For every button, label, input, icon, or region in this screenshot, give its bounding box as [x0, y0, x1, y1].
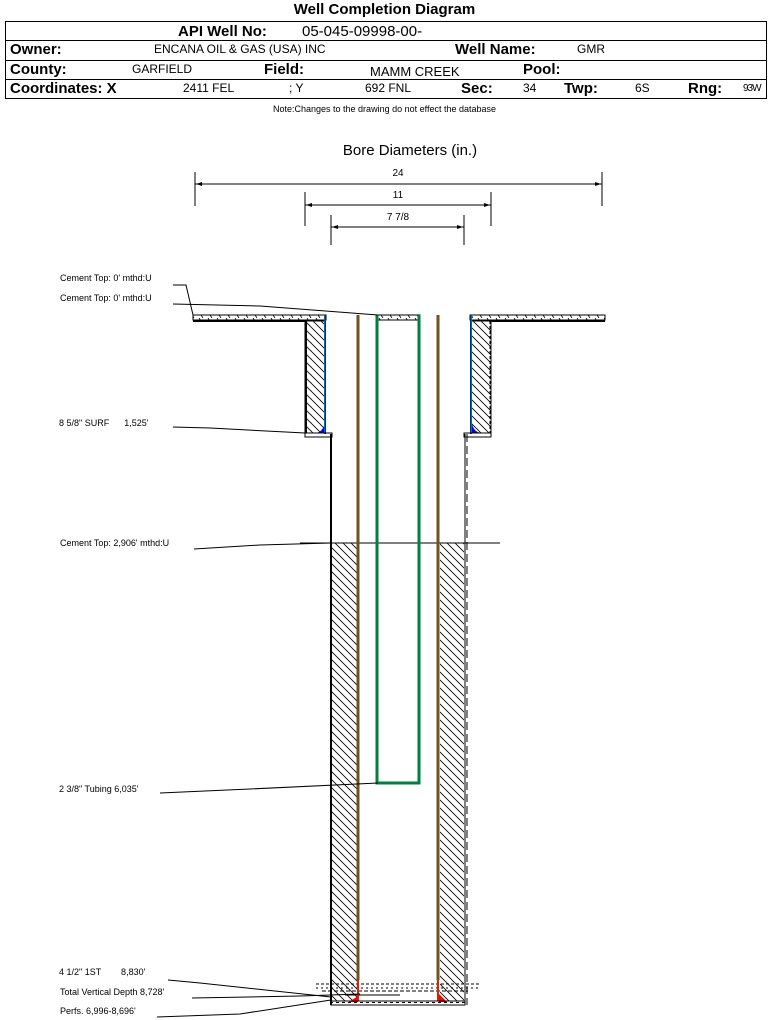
- bore-dimension-7-7-8: 7 7/8: [330, 212, 465, 245]
- owner-label: Owner:: [10, 41, 62, 58]
- tubing-string: [375, 315, 421, 785]
- production-cement-right: [440, 543, 464, 1001]
- api-well-no-value: 05-045-09998-00-: [302, 23, 423, 40]
- total-depth-bottom: [330, 1000, 466, 1006]
- surface-cement-left: [304, 320, 326, 434]
- surface-cement-right: [470, 320, 492, 434]
- cement-top-label: Cement Top: 0' mthd:U: [60, 293, 152, 303]
- perforations-label: Perfs. 6,996-8,696': [60, 1006, 136, 1016]
- surface-shoe: [304, 432, 492, 438]
- twp-label: Twp:: [564, 80, 598, 97]
- bore-diameter-label: 7 7/8: [387, 212, 410, 223]
- header-divider: [6, 79, 766, 80]
- rng-value: 93W: [743, 83, 762, 94]
- leader-lines: [156, 284, 379, 1018]
- page-title: Well Completion Diagram: [293, 1, 476, 18]
- bore-diameter-label: 24: [392, 168, 404, 179]
- well-name-value: GMR: [577, 42, 605, 56]
- cement-top-label: Cement Top: 2,906' mthd:U: [60, 538, 169, 548]
- owner-value: ENCANA OIL & GAS (USA) INC: [154, 42, 326, 56]
- disclaimer-note: Note:Changes to the drawing do not effec…: [273, 104, 496, 114]
- production-cement-left: [332, 543, 357, 1001]
- surface-casing-label: 8 5/8" SURF 1,525': [59, 418, 149, 428]
- coordinates-y-label: ; Y: [289, 81, 304, 95]
- header-divider: [6, 40, 766, 41]
- perf-marker-right: [439, 994, 447, 1002]
- total-depth-label: Total Vertical Depth 8,728': [60, 987, 165, 997]
- well-name-label: Well Name:: [455, 41, 536, 58]
- production-casing-label: 4 1/2" 1ST 8,830': [59, 967, 146, 977]
- bore-dimension-24: 24: [194, 168, 603, 206]
- county-label: County:: [10, 61, 67, 78]
- tubing-label: 2 3/8" Tubing 6,035': [59, 784, 139, 794]
- header-divider: [6, 60, 766, 61]
- well-header-table: API Well No: 05-045-09998-00- Owner: ENC…: [5, 21, 767, 99]
- api-well-no-label: API Well No:: [178, 23, 267, 40]
- surface-flange: [192, 314, 606, 322]
- bore-diameters-title: Bore Diameters (in.): [343, 142, 477, 159]
- twp-value: 6S: [635, 81, 650, 95]
- pool-label: Pool:: [523, 61, 561, 78]
- coordinates-x-value: 2411 FEL: [183, 81, 235, 95]
- rng-label: Rng:: [688, 80, 723, 97]
- cement-top-label: Cement Top: 0' mthd:U: [60, 273, 152, 283]
- county-value: GARFIELD: [132, 62, 193, 76]
- bore-dimension-11: 11: [304, 190, 492, 226]
- bore-diameter-label: 11: [393, 190, 404, 201]
- field-label: Field:: [264, 61, 304, 78]
- sec-label: Sec:: [461, 80, 493, 97]
- field-value: MAMM CREEK: [370, 64, 460, 79]
- coordinates-y-value: 692 FNL: [365, 81, 412, 95]
- perforation-zone: [316, 980, 480, 1002]
- coordinates-x-label: Coordinates: X: [10, 80, 117, 97]
- sec-value: 34: [523, 81, 537, 95]
